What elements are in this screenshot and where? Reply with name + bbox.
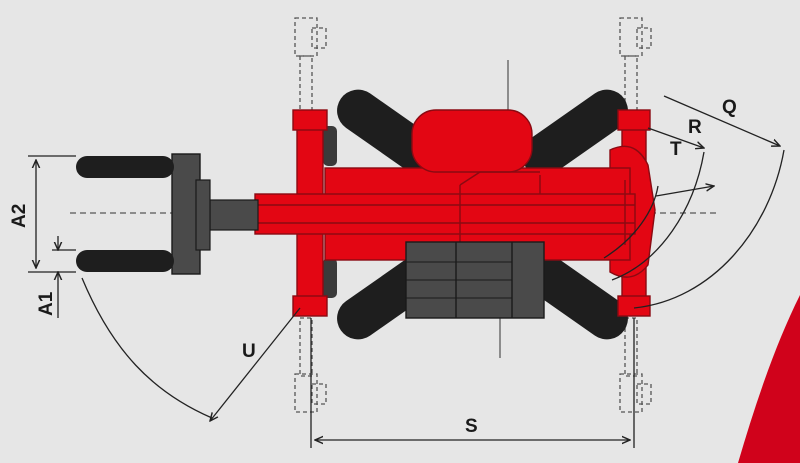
tyre-rear-right (522, 252, 628, 340)
label-s: S (465, 416, 478, 437)
steered-wheel-outlines (294, 17, 652, 413)
fork-carriage (171, 153, 211, 275)
label-a1: A1 (36, 291, 57, 316)
label-r: R (688, 117, 702, 138)
fork-lower (76, 250, 174, 272)
telescopic-boom (254, 171, 636, 245)
engine-hood (411, 109, 533, 173)
label-t: T (670, 139, 682, 160)
corner-accent-stripe (738, 295, 800, 463)
forks (76, 156, 174, 272)
boom-head (209, 199, 259, 231)
label-a2: A2 (9, 204, 30, 228)
label-q: Q (722, 97, 737, 118)
label-u: U (242, 341, 256, 362)
operator-cab (405, 241, 545, 319)
dimension-lines (28, 95, 785, 448)
fork-upper (76, 156, 174, 178)
tyre-rear-left (522, 89, 628, 177)
